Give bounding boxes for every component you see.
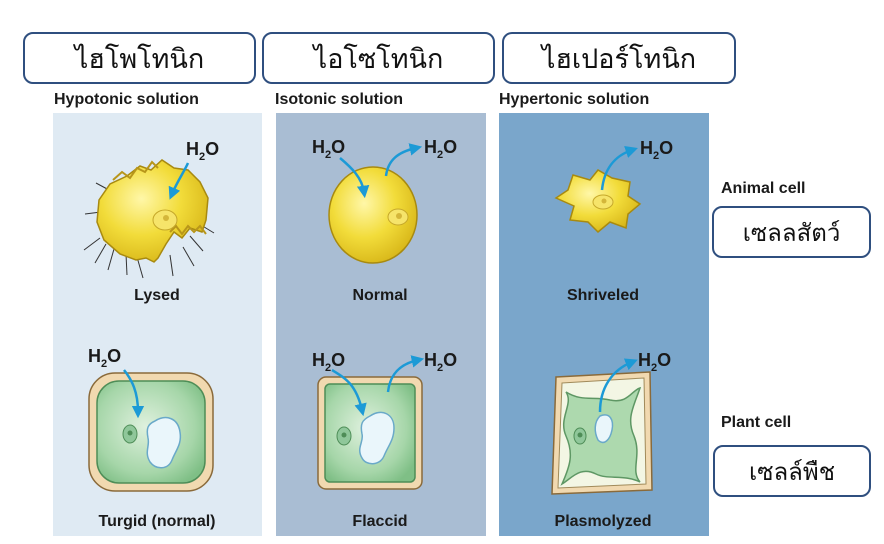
svg-text:H2O: H2O <box>424 350 457 374</box>
water-arrow-out <box>386 355 425 393</box>
animal-cell-thai-label: เซลลสัตว์ <box>712 206 871 258</box>
svg-text:H2O: H2O <box>638 350 671 374</box>
water-arrow-out <box>600 146 638 191</box>
isotonic-thai-text: ไอโซโทนิก <box>313 43 444 75</box>
shriveled-cell <box>554 169 642 234</box>
lysed-label: Lysed <box>134 287 180 304</box>
shriveled-label: Shriveled <box>567 287 639 304</box>
plasmolyzed-label: Plasmolyzed <box>555 513 652 530</box>
water-label-lysed: H2O <box>186 139 219 163</box>
isotonic-thai-label: ไอโซโทนิก <box>262 32 495 84</box>
water-arrow-in <box>331 368 367 417</box>
lysed-cell <box>83 159 215 279</box>
hypotonic-thai-text: ไฮโพโทนิก <box>74 43 205 75</box>
water-arrow-in <box>123 369 145 419</box>
animal-cell-label: Animal cell <box>721 180 806 197</box>
svg-text:H2O: H2O <box>312 137 345 161</box>
water-arrow-out <box>598 358 638 413</box>
plasmolyzed-cell <box>551 371 653 495</box>
water-arrow-in <box>168 162 190 200</box>
water-label-plasmolyzed: H2O <box>638 350 671 374</box>
hypertonic-solution-label: Hypertonic solution <box>499 91 650 108</box>
plant-cell-thai-text: เซลล์พืช <box>748 457 835 486</box>
isotonic-solution-label: Isotonic solution <box>275 91 403 108</box>
flaccid-label: Flaccid <box>352 513 407 530</box>
water-label-shriveled: H2O <box>640 138 673 162</box>
plant-cell-thai-label: เซลล์พืช <box>713 445 871 497</box>
turgid-cell <box>88 372 214 492</box>
svg-text:H2O: H2O <box>424 137 457 161</box>
hypotonic-thai-label: ไฮโพโทนิก <box>23 32 256 84</box>
water-label-flaccid-in: H2O <box>312 350 345 374</box>
water-label-flaccid-out: H2O <box>424 350 457 374</box>
water-label-normal-in: H2O <box>312 137 345 161</box>
hypertonic-thai-label: ไฮเปอร์โทนิก <box>502 32 736 84</box>
turgid-label: Turgid (normal) <box>98 513 215 530</box>
flaccid-cell <box>317 376 423 490</box>
hypertonic-thai-text: ไฮเปอร์โทนิก <box>541 43 697 75</box>
normal-label: Normal <box>352 287 407 304</box>
hypotonic-solution-label: Hypotonic solution <box>54 91 199 108</box>
plant-cell-label: Plant cell <box>721 414 792 431</box>
animal-cell-thai-text: เซลลสัตว์ <box>742 218 841 247</box>
svg-text:H2O: H2O <box>186 139 219 163</box>
svg-text:H2O: H2O <box>312 350 345 374</box>
normal-cell <box>328 166 418 264</box>
water-arrow-out <box>384 143 423 177</box>
svg-text:H2O: H2O <box>88 346 121 370</box>
svg-text:H2O: H2O <box>640 138 673 162</box>
water-label-normal-out: H2O <box>424 137 457 161</box>
water-arrow-in <box>339 157 370 199</box>
water-label-turgid: H2O <box>88 346 121 370</box>
